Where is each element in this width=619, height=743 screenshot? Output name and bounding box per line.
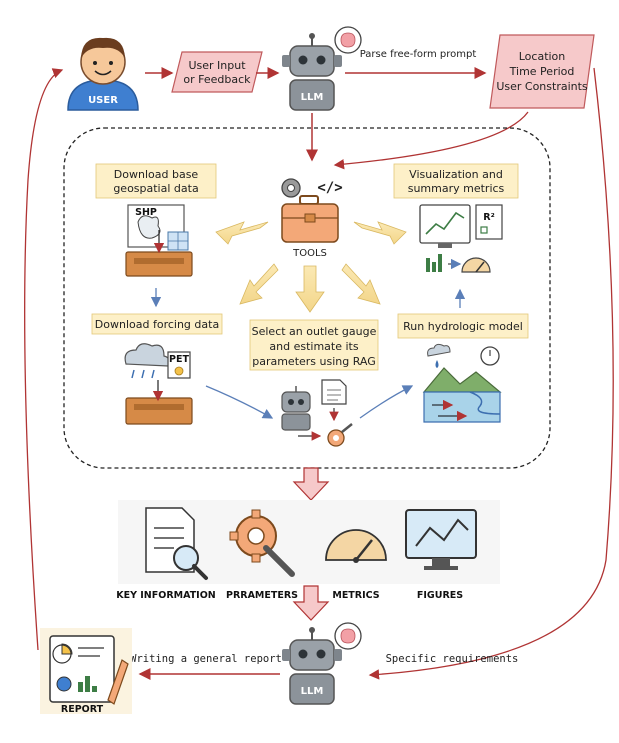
r2-tag: R² bbox=[483, 212, 494, 223]
visualization-icon bbox=[419, 204, 503, 273]
figures-icon bbox=[405, 509, 477, 570]
user-input-box bbox=[171, 51, 263, 93]
document-icon bbox=[321, 379, 347, 422]
arrow-constraints-to-bottom-llm bbox=[368, 67, 614, 680]
arrow-tools-to-forcing bbox=[239, 263, 279, 305]
download-forcing-label-box bbox=[91, 313, 223, 335]
arrow-constraints-to-tools bbox=[333, 111, 529, 170]
llm-robot-bottom-icon bbox=[282, 622, 362, 705]
geospatial-data-icon bbox=[125, 204, 193, 277]
report-icon bbox=[49, 635, 129, 705]
gear-wrench-icon bbox=[298, 423, 353, 447]
arrow-tools-to-outputs bbox=[292, 467, 330, 501]
outlet-gauge-line3: parameters using RAG bbox=[252, 355, 376, 368]
constraints-line3: User Constraints bbox=[496, 80, 588, 93]
download-base-line1: Download base bbox=[114, 168, 199, 181]
key-information-icon bbox=[145, 507, 208, 580]
constraints-line1: Location bbox=[519, 50, 566, 63]
download-forcing-label: Download forcing data bbox=[95, 318, 219, 331]
specific-requirements-label: Specific requirements bbox=[386, 653, 519, 665]
run-model-label: Run hydrologic model bbox=[403, 320, 523, 333]
tools-radiating-arrows bbox=[215, 221, 407, 313]
key-information-label: KEY INFORMATION bbox=[116, 590, 216, 601]
outlet-gauge-line2: and estimate its bbox=[269, 340, 358, 353]
download-base-line2: geospatial data bbox=[113, 182, 198, 195]
parameters-icon bbox=[229, 509, 295, 577]
constraints-line2: Time Period bbox=[509, 65, 575, 78]
outlet-gauge-line1: Select an outlet gauge bbox=[252, 325, 377, 338]
figures-label: FIGURES bbox=[417, 590, 463, 601]
visualization-line2: summary metrics bbox=[408, 182, 505, 195]
toolbox-icon bbox=[281, 178, 339, 243]
arrow-tools-to-outlet bbox=[295, 265, 325, 313]
arrow-tools-to-download-base bbox=[215, 221, 269, 245]
run-model-label-box bbox=[397, 313, 529, 339]
writing-report-label: Writing a general report bbox=[130, 653, 282, 665]
user-input-line2: or Feedback bbox=[183, 73, 251, 86]
visualization-label-box bbox=[393, 163, 519, 199]
user-icon bbox=[67, 37, 139, 111]
constraints-box bbox=[489, 34, 595, 109]
pet-tag: PET bbox=[169, 354, 189, 365]
llm-bottom-label: LLM bbox=[301, 686, 324, 697]
arrow-forcing-to-rag bbox=[205, 385, 274, 419]
user-input-line1: User Input bbox=[188, 59, 246, 72]
parse-label: Parse free-form prompt bbox=[360, 49, 477, 60]
arrow-tools-to-run-model bbox=[341, 263, 381, 305]
forcing-data-icon bbox=[124, 343, 193, 425]
arrow-rag-to-run-model bbox=[359, 385, 414, 419]
metrics-icon bbox=[325, 529, 387, 563]
arrow-tools-to-visualization bbox=[353, 221, 407, 245]
outlet-gauge-label-box bbox=[249, 319, 379, 371]
download-base-label-box bbox=[95, 163, 217, 199]
arrow-report-to-user bbox=[24, 68, 64, 651]
shp-tag: SHP bbox=[135, 207, 157, 218]
visualization-line1: Visualization and bbox=[409, 168, 503, 181]
metrics-label: METRICS bbox=[332, 590, 379, 601]
llm-robot-top-icon bbox=[282, 26, 362, 111]
code-icon: </> bbox=[317, 180, 342, 196]
parameters-label: PRRAMETERS bbox=[226, 590, 298, 601]
rag-robot-icon bbox=[281, 386, 311, 431]
arrow-outputs-to-llm bbox=[292, 585, 330, 621]
tools-label: TOOLS bbox=[292, 248, 327, 259]
report-label: REPORT bbox=[61, 704, 104, 715]
llm-top-label: LLM bbox=[301, 92, 324, 103]
user-label: USER bbox=[88, 95, 118, 106]
hydrologic-model-icon bbox=[422, 343, 502, 423]
